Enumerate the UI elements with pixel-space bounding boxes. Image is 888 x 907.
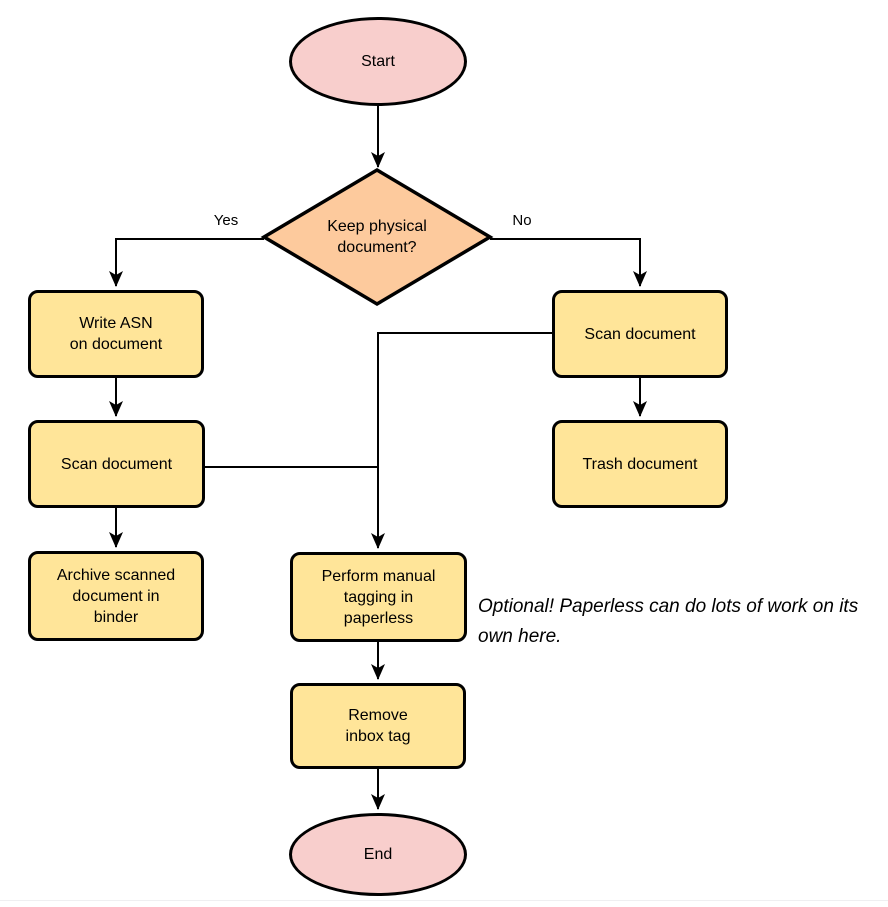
node-trash-document-label: Trash document	[582, 455, 698, 473]
node-scan-document-left-label: Scan document	[60, 455, 173, 473]
node-archive-scanned: Archive scanned document in binder	[28, 551, 204, 641]
node-end-label: End	[363, 846, 393, 863]
node-perform-tagging-label: Perform manual tagging in paperless	[321, 567, 436, 627]
node-remove-inbox-tag: Remove inbox tag	[290, 683, 466, 769]
decision-diamond-shape	[260, 167, 494, 307]
annotation-optional-note: Optional! Paperless can do lots of work …	[478, 596, 859, 647]
page-bottom-edge	[0, 900, 888, 901]
node-perform-tagging: Perform manual tagging in paperless	[290, 552, 467, 642]
node-archive-scanned-label: Archive scanned document in binder	[56, 566, 176, 626]
node-scan-document-right-label: Scan document	[584, 325, 696, 343]
node-trash-document: Trash document	[552, 420, 728, 508]
node-write-asn-label: Write ASN on document	[69, 315, 163, 353]
node-scan-document-right: Scan document	[552, 290, 728, 378]
edge-label-yes: Yes	[213, 212, 239, 229]
node-write-asn: Write ASN on document	[28, 290, 204, 378]
node-end: End	[289, 813, 467, 896]
node-scan-document-left: Scan document	[28, 420, 205, 508]
edge-scan-right-to-perform	[371, 332, 552, 549]
edge-label-no: No	[512, 212, 532, 229]
edge-decision-yes-to-write-asn	[109, 238, 264, 287]
edge-decision-no-to-scan-right	[490, 238, 647, 287]
node-start-label: Start	[361, 53, 395, 70]
node-decision-label: Keep physical document?	[327, 218, 427, 256]
node-start: Start	[289, 17, 467, 106]
node-remove-inbox-tag-label: Remove inbox tag	[345, 707, 411, 745]
